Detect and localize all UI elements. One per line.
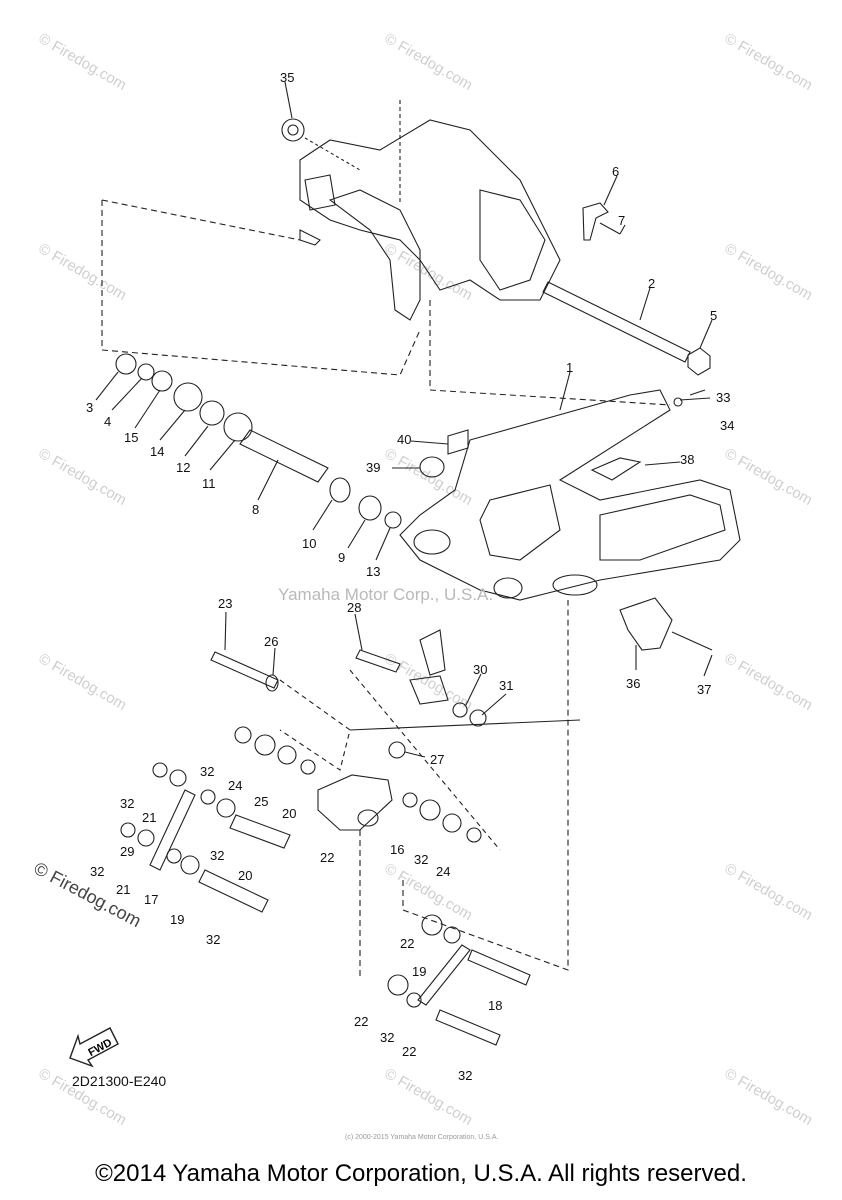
callout-label: 27	[430, 752, 444, 767]
callout-label: 14	[150, 444, 164, 459]
callout-label: 32	[206, 932, 220, 947]
callout-label: 10	[302, 536, 316, 551]
callout-label: 32	[120, 796, 134, 811]
callout-label: 32	[200, 764, 214, 779]
callout-label: 12	[176, 460, 190, 475]
callout-label: 19	[412, 964, 426, 979]
callout-label: 8	[252, 502, 259, 517]
callout-label: 30	[473, 662, 487, 677]
center-watermark: Yamaha Motor Corp., U.S.A.	[278, 585, 494, 604]
callout-label: 35	[280, 70, 294, 85]
callout-label: 34	[720, 418, 734, 433]
callout-label: 19	[170, 912, 184, 927]
tiny-footer: (c) 2000-2015 Yamaha Motor Corporation, …	[345, 1134, 499, 1141]
callout-label: 1	[566, 360, 573, 375]
callout-label: 39	[366, 460, 380, 475]
callout-label: 29	[120, 844, 134, 859]
fwd-arrow-icon: FWD	[86, 1037, 114, 1059]
callout-label: 28	[347, 600, 361, 615]
copyright-notice: ©2014 Yamaha Motor Corporation, U.S.A. A…	[95, 1160, 747, 1187]
callout-label: 22	[320, 850, 334, 865]
callout-label: 18	[0, 0, 14, 3]
fwd-label: FWD	[86, 1037, 114, 1059]
diagram-code: 2D21300-E240	[72, 1073, 167, 1089]
callout-label: 17	[144, 892, 158, 907]
callout-label: 32	[458, 1068, 472, 1083]
callout-label: 2	[648, 276, 655, 291]
callout-label: 32	[90, 864, 104, 879]
callout-label: 24	[228, 778, 242, 793]
callout-label: 13	[366, 564, 380, 579]
callout-label: 20	[238, 868, 252, 883]
callout-label: 21	[142, 810, 156, 825]
callout-label: 3	[86, 400, 93, 415]
callout-label: 36	[626, 676, 640, 691]
callout-label: 40	[397, 432, 411, 447]
callout-label: 5	[710, 308, 717, 323]
callout-label: 9	[338, 550, 345, 565]
callout-label: 25	[254, 794, 268, 809]
callout-label: 17	[0, 0, 14, 3]
callout-label: 37	[697, 682, 711, 697]
callout-label: 15	[124, 430, 138, 445]
callout-label: 18	[488, 998, 502, 1013]
callout-label: 33	[716, 390, 730, 405]
callout-label: 26	[264, 634, 278, 649]
callout-label: 6	[612, 164, 619, 179]
callout-label: 24	[436, 864, 450, 879]
callout-label: 21	[116, 882, 130, 897]
callout-label: 4	[104, 414, 111, 429]
callout-label: 32	[380, 1030, 394, 1045]
callout-label: 22	[400, 936, 414, 951]
callout-label: 16	[390, 842, 404, 857]
callout-label: 20	[282, 806, 296, 821]
callout-label: 11	[202, 476, 216, 491]
callout-label: 22	[402, 1044, 416, 1059]
callout-label: 31	[499, 678, 513, 693]
callout-label: 32	[210, 848, 224, 863]
callout-label: 38	[680, 452, 694, 467]
callout-label: 7	[618, 213, 625, 228]
callout-label: 22	[354, 1014, 368, 1029]
callout-label: 23	[218, 596, 232, 611]
callout-label: 32	[414, 852, 428, 867]
